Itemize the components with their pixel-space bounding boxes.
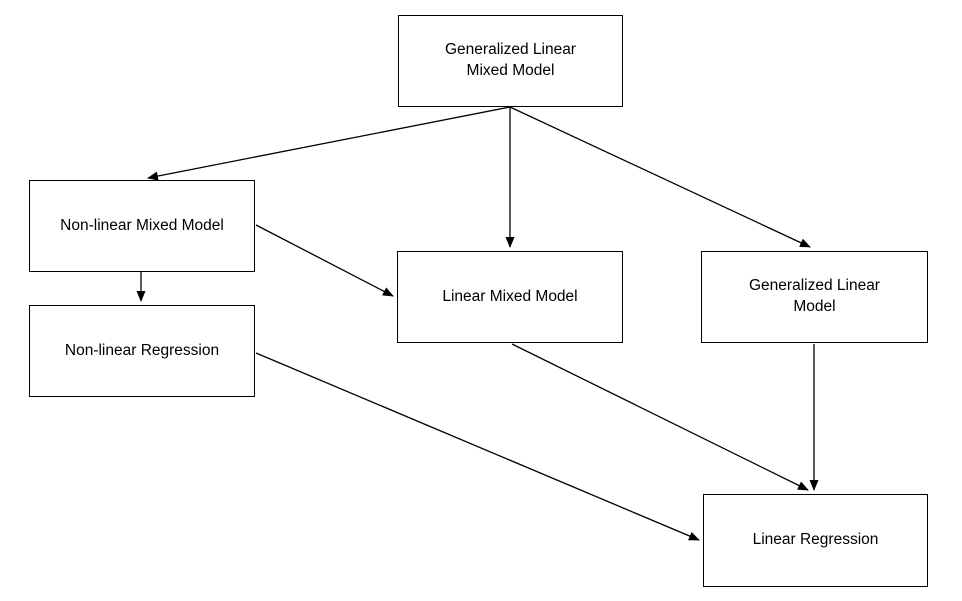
node-generalized-linear-model: Generalized Linear Model (701, 251, 928, 343)
node-generalized-linear-mixed-model: Generalized Linear Mixed Model (398, 15, 623, 107)
node-label-linear-regression: Linear Regression (752, 531, 879, 549)
edge-non-linear-regression-to-linear-regression (255, 352, 700, 541)
node-linear-mixed-model: Linear Mixed Model (397, 251, 623, 343)
node-label-generalized-linear-mixed-model: Generalized Linear Mixed Model (445, 41, 576, 79)
node-label-non-linear-regression: Non-linear Regression (64, 341, 220, 359)
edge-linear-mixed-model-to-linear-regression (511, 343, 809, 491)
edge-generalized-linear-mixed-model-to-non-linear-mixed-model (147, 106, 511, 181)
node-non-linear-mixed-model: Non-linear Mixed Model (29, 180, 255, 272)
edge-non-linear-mixed-model-to-linear-mixed-model (255, 224, 394, 297)
node-label-non-linear-mixed-model: Non-linear Mixed Model (60, 216, 224, 234)
node-label-linear-mixed-model: Linear Mixed Model (442, 287, 578, 305)
node-label-generalized-linear-model: Generalized Linear Model (749, 277, 880, 315)
edge-generalized-linear-mixed-model-to-generalized-linear-model (509, 106, 811, 248)
node-linear-regression: Linear Regression (703, 494, 928, 587)
node-non-linear-regression: Non-linear Regression (29, 305, 255, 397)
